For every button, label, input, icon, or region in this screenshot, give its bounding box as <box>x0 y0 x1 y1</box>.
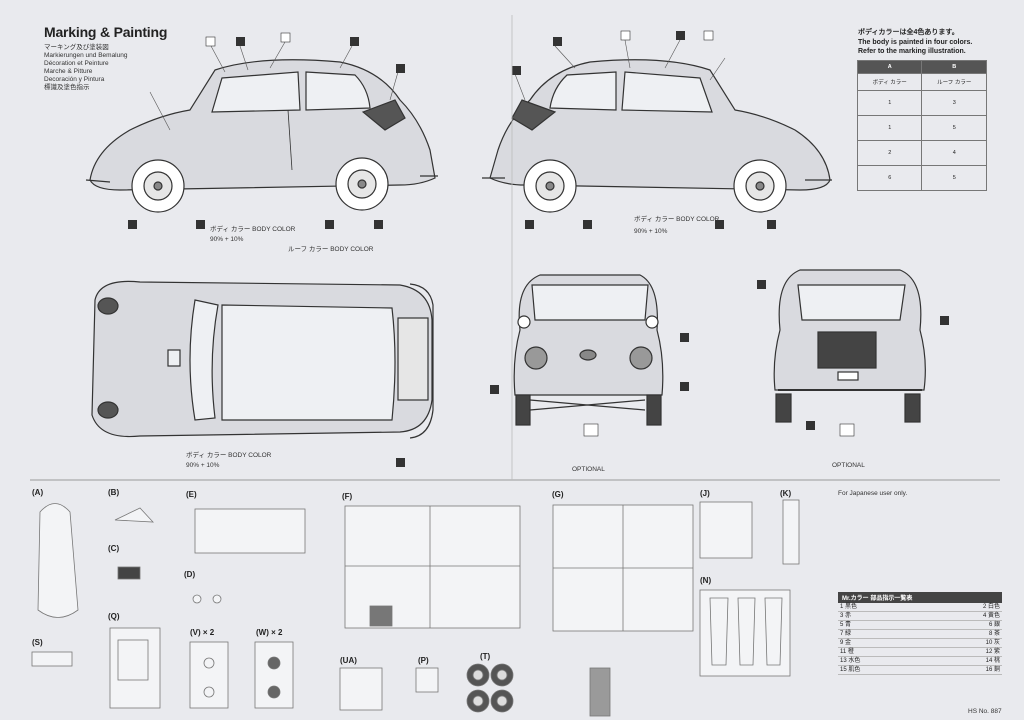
color-table-cell: 1 <box>856 115 923 141</box>
sprue-t-label: (T) <box>480 652 491 661</box>
color-table-head-b: B <box>921 60 987 74</box>
sprue-j-label: (J) <box>700 489 710 498</box>
color-table-cell: 6 <box>856 165 923 191</box>
page-number: HS No. 887 <box>968 708 1002 715</box>
lang-0: マーキング及び塗装図 <box>44 44 109 51</box>
sprue-b-label: (B) <box>108 488 120 497</box>
sprue-k-label: (K) <box>780 489 792 498</box>
sprue-c-label: (C) <box>108 544 120 553</box>
car-side-left <box>85 59 438 213</box>
color-table-cell: 5 <box>921 165 987 191</box>
sprue-s-label: (S) <box>32 638 43 647</box>
sprue-q-label: (Q) <box>108 612 120 621</box>
callout-optional-2: OPTIONAL <box>832 462 865 469</box>
sprue-ua-label: (UA) <box>340 656 357 665</box>
callout-optional-1: OPTIONAL <box>572 466 605 473</box>
color-table-cell: 1 <box>856 90 923 116</box>
sprue-f-label: (F) <box>342 492 353 501</box>
body-color-header: ボディカラーは全4色あります。 <box>858 29 959 36</box>
page-title: Marking & Painting <box>44 24 168 40</box>
lang-2: Décoration et Peinture <box>44 60 109 67</box>
paint-table-header: Mr.カラー 部品指示一覧表 <box>838 592 1002 603</box>
footer-note: For Japanese user only. <box>838 490 908 497</box>
sprue-e-label: (E) <box>186 490 197 499</box>
lang-1: Markierungen und Bemalung <box>44 52 128 59</box>
car-top-view <box>91 280 434 439</box>
callout-top-mix: 90% + 10% <box>186 462 220 469</box>
sprue-n-label: (N) <box>700 576 712 585</box>
callout-roof: ルーフ カラー BODY COLOR <box>288 246 374 253</box>
callout-side-right-mix: 90% + 10% <box>634 228 668 235</box>
body-color-note: The body is painted in four colors. <box>858 39 973 46</box>
car-rear-view <box>773 269 926 423</box>
sprue-a-label: (A) <box>32 488 44 497</box>
color-table-cell: 4 <box>921 140 987 166</box>
sprue-d-label: (D) <box>184 570 196 579</box>
color-table-cell: 3 <box>921 90 987 116</box>
sprue-g-label: (G) <box>552 490 564 499</box>
car-front-view <box>513 274 664 426</box>
sprue-p-label: (P) <box>418 656 429 665</box>
car-side-right <box>482 59 832 213</box>
lang-3: Marche & Pitture <box>44 68 93 75</box>
lang-5: 標識及塗色指示 <box>44 84 90 91</box>
sprue-a-body <box>37 503 79 618</box>
callout-side-left-mix: 90% + 10% <box>210 236 244 243</box>
lang-4: Decoración y Pintura <box>44 76 105 83</box>
callout-side-right: ボディ カラー BODY COLOR <box>634 216 720 223</box>
sprue-v-label: (V) × 2 <box>190 628 215 637</box>
color-table-head-a: A <box>856 60 923 74</box>
sprue-w-label: (W) × 2 <box>256 628 283 637</box>
body-color-note2: Refer to the marking illustration. <box>858 48 966 55</box>
color-table-cell: 5 <box>921 115 987 141</box>
callout-top: ボディ カラー BODY COLOR <box>186 452 272 459</box>
callout-side-left: ボディ カラー BODY COLOR <box>210 226 296 233</box>
